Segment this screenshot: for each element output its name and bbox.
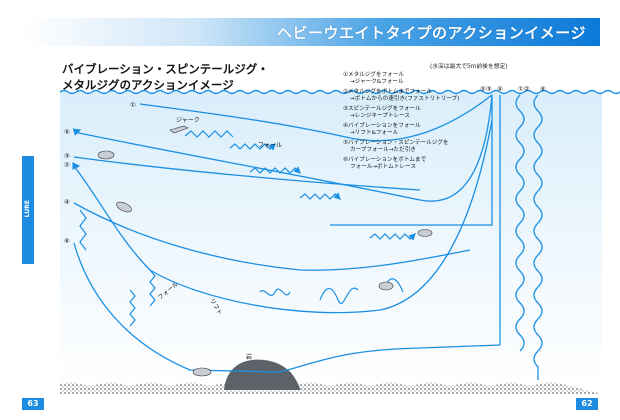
banner-title: ヘビーウエイトタイプのアクションイメージ xyxy=(277,24,586,42)
zigzag-jerk xyxy=(184,130,234,138)
legend-item: ④バイブレーションをフォール →リフト&フォール xyxy=(343,123,421,136)
water-area xyxy=(60,92,602,390)
left-marker-5: ⑤ xyxy=(64,128,70,136)
lure-vibration-3 xyxy=(378,281,394,291)
label-jerk: ジャーク xyxy=(176,117,200,124)
legend: ①メタルジグをフォール →ジャーク&フォール ②メタルジグをボトムまでフォール … xyxy=(343,72,459,174)
lure-spintail xyxy=(417,229,433,237)
side-tab xyxy=(22,156,34,264)
lure-metal-jig-1 xyxy=(169,125,189,134)
left-marker-3: ③ xyxy=(64,152,70,160)
vertical-line-53 xyxy=(330,95,493,226)
heading-line-1: バイブレーション・スピンテールジグ・ xyxy=(62,62,269,76)
left-marker-2: ② xyxy=(64,161,70,169)
seabed xyxy=(60,382,602,394)
zigzag-upper-mid xyxy=(249,166,301,174)
left-marker-1: ① xyxy=(130,101,136,109)
label-fall-top: フォール xyxy=(258,142,282,149)
top-marker-4: ④ xyxy=(497,85,503,93)
path-2-fast-retrieve xyxy=(73,119,493,314)
left-marker-6: ⑥ xyxy=(64,237,70,245)
diagram-heading: バイブレーション・スピンテールジグ・ メタルジグのアクションイメージ xyxy=(62,61,269,93)
page-number-right: 62 xyxy=(576,398,598,410)
rock-label: 岩 xyxy=(246,353,252,361)
legend-item: ⑤バイブレーション・スピンテールジグを カーブフォール→ただ引き xyxy=(343,140,449,153)
legend-item: ⑥バイブレーションをボトムまで フォール→ボトムトレース xyxy=(343,157,427,170)
vertical-line-6 xyxy=(533,94,543,380)
depth-note: (水深は最大で5m前後を想定) xyxy=(430,64,508,70)
fall-curve-left xyxy=(129,289,136,327)
left-marker-4: ④ xyxy=(64,198,70,206)
zigzag-mid-lower xyxy=(369,233,416,241)
top-marker-53: ⑤③ xyxy=(480,85,492,93)
legend-item: ①メタルジグをフォール →ジャーク&フォール xyxy=(343,72,404,85)
legend-item: ③スピンテールジグをフォール →レンジキープトレース xyxy=(343,106,421,119)
title-banner: ヘビーウエイトタイプのアクションイメージ xyxy=(22,18,600,46)
top-marker-12: ①② xyxy=(518,85,530,93)
legend-item: ②メタルジグをボトムまでフォール →ボトムからの速引き(ファストリトリーブ) xyxy=(343,89,460,102)
top-marker-6: ⑥ xyxy=(540,85,546,93)
heading-line-2: メタルジグのアクションイメージ xyxy=(62,78,234,92)
vertical-line-12 xyxy=(515,94,525,352)
path-5-curve-fall xyxy=(73,94,493,202)
zigzag-mid-right xyxy=(299,192,341,200)
lure-vibration-1 xyxy=(97,150,115,160)
lure-vibration-2 xyxy=(116,201,132,213)
water-surface xyxy=(59,89,620,95)
path-3-range-keep xyxy=(73,156,421,191)
path-1-jerk-fall xyxy=(139,94,493,142)
lift-bumps xyxy=(79,209,404,307)
path-6-bottom-trace xyxy=(73,242,501,373)
page-number-left: 63 xyxy=(22,398,44,410)
lure-bottom xyxy=(192,367,212,377)
zigzag-fall xyxy=(229,143,276,151)
rock xyxy=(224,359,300,390)
path-4-lift-fall xyxy=(73,202,471,271)
arrow-5 xyxy=(72,128,82,136)
